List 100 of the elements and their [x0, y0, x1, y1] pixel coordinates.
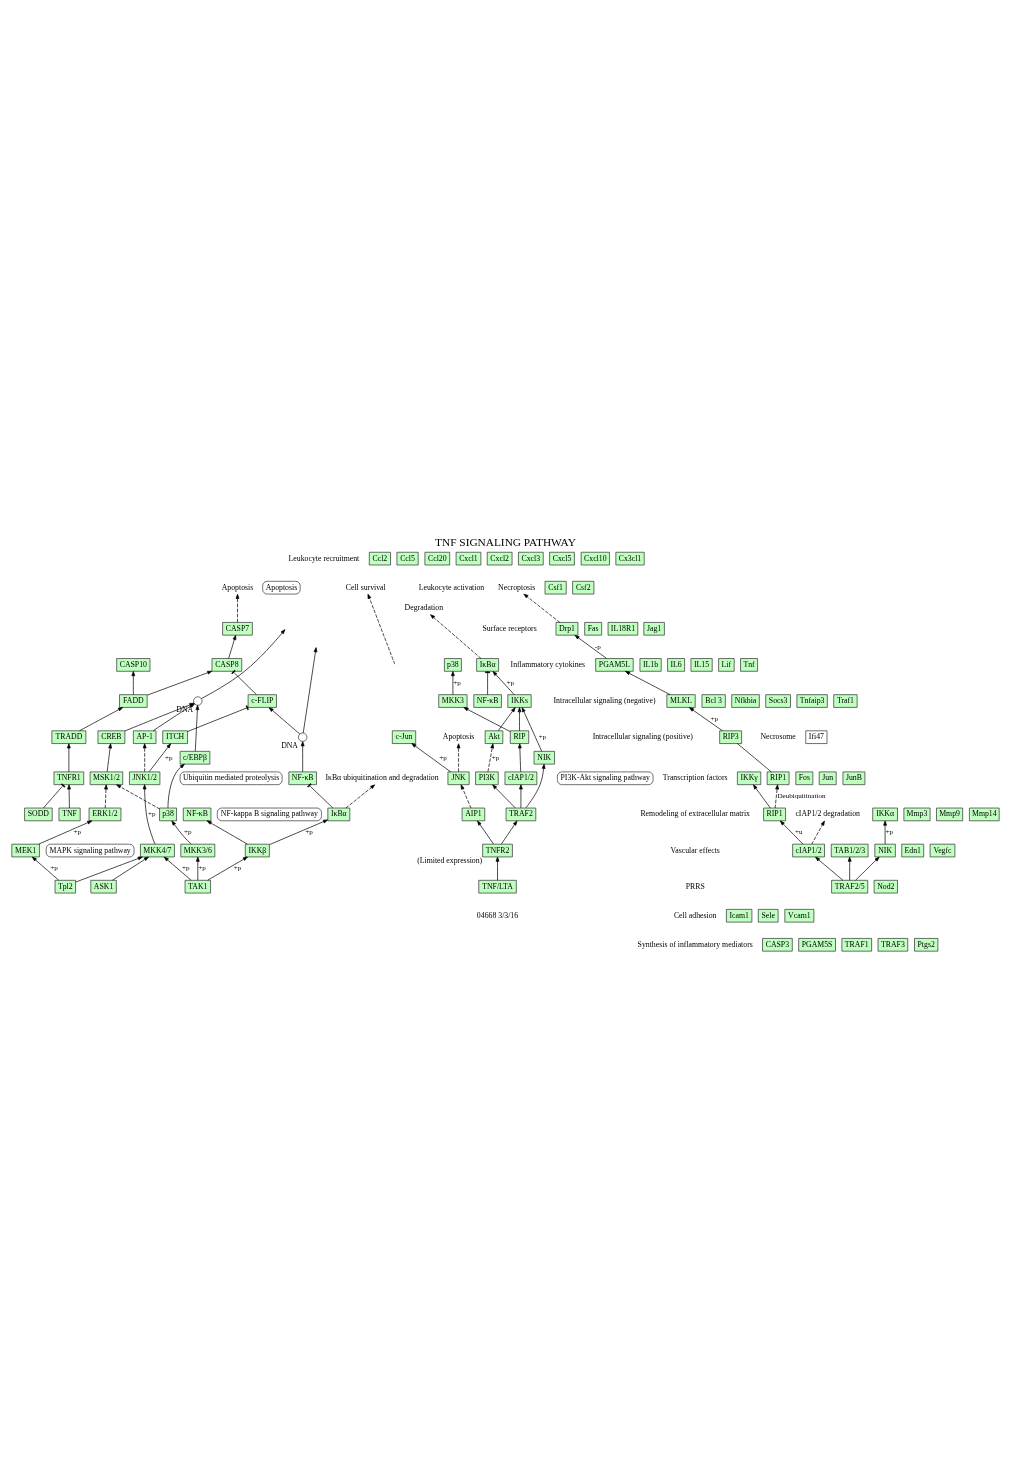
node-box: NF-κB [182, 807, 212, 821]
node-box: NIK [874, 843, 896, 857]
arrow [811, 820, 825, 844]
arrow [167, 763, 185, 808]
arrow [411, 742, 452, 772]
node-box: Vegfc [929, 843, 956, 857]
arrow [269, 819, 328, 845]
arrow [492, 784, 516, 808]
node-box: Cxcl5 [549, 551, 575, 565]
arrow [148, 742, 171, 772]
node-box: IL6 [667, 657, 685, 672]
node-box: Socs3 [765, 693, 791, 708]
node-box: RIP3 [719, 729, 742, 744]
connector [231, 669, 257, 695]
node-box: Nod2 [873, 879, 898, 893]
node-box: Traf1 [833, 693, 858, 708]
node-box: RIP1 [763, 807, 786, 821]
node-box: Fas [584, 621, 603, 635]
node-box: MSK1/2 [89, 771, 124, 785]
arrow [463, 706, 511, 732]
node-circle [298, 732, 308, 742]
node-box: Ccl2 [368, 551, 391, 565]
arrow [495, 856, 500, 881]
arrow [345, 784, 376, 808]
node-box: IKKγ [737, 771, 762, 785]
node-box: Tpl2 [54, 879, 76, 893]
node-box: CASP7 [222, 621, 253, 635]
label: Remodeling of extracellular matrix [640, 808, 750, 818]
node-box: IKKβ [244, 843, 270, 857]
node-box: FADD [119, 693, 148, 708]
node-box: MKK3 [438, 693, 468, 708]
node-box: Akt [484, 729, 504, 744]
node-box: Bcl 3 [701, 693, 726, 708]
node-box: Cxcl10 [580, 551, 610, 565]
arrow [753, 784, 771, 808]
node-box: Fos [795, 771, 814, 785]
node-box: IL15 [690, 657, 713, 672]
label: Synthesis of inflammatory mediators [637, 939, 753, 949]
node-box: JNK1/2 [129, 771, 161, 785]
node-box: Tnfaip3 [796, 693, 828, 708]
arrow [171, 820, 192, 844]
node-box: Tnf [740, 657, 758, 672]
arrow [38, 820, 93, 844]
arrow [206, 820, 248, 844]
node-box: Csf2 [572, 580, 595, 594]
node-box: AIP1 [461, 807, 486, 821]
label: Leukocyte recruitment [288, 553, 360, 563]
node-box: TNF/LTA [478, 879, 517, 893]
node-box: PGAM5S [798, 937, 836, 952]
arrow [847, 856, 852, 881]
node-circle [193, 695, 203, 706]
label: Necrosome [760, 731, 796, 741]
node-box: Mmp9 [936, 807, 964, 821]
arrow [883, 820, 887, 844]
arrow [124, 702, 195, 731]
node-box: PGAM5L [595, 657, 634, 672]
node-box: Mmp3 [903, 807, 931, 821]
node-box: MAPK signaling pathway [45, 843, 135, 857]
node-box: PI3K [475, 771, 499, 785]
node-box: CREB [97, 729, 126, 744]
node-box: Icam1 [726, 908, 753, 922]
node-box: MEK1 [11, 843, 40, 857]
node-box: Cxcl3 [518, 551, 544, 565]
node-box: Edn1 [901, 843, 925, 857]
node-text: cIAP1/2 degradation [795, 808, 861, 818]
arrow [518, 742, 522, 772]
arrow [235, 593, 240, 623]
node-box: IκBα [327, 807, 351, 821]
node-box: CASP3 [762, 937, 793, 952]
node-box: Drp1 [555, 621, 579, 635]
node-box: TRAF2 [505, 807, 537, 821]
label: Transcription factors [662, 772, 728, 782]
arrow [815, 856, 844, 881]
arrow [67, 742, 71, 772]
arrow [163, 856, 192, 881]
node-box: Cx3cl1 [615, 551, 645, 565]
node-box: TRAF3 [877, 937, 909, 952]
node-box: IKKα [872, 807, 898, 821]
node-box: JNK [447, 771, 470, 785]
arrow [525, 763, 546, 808]
node-box: p38 [159, 807, 177, 821]
node-text: Cell survival [345, 582, 386, 592]
node-box: IKKs [507, 693, 532, 708]
label: 04668 3/3/16 [476, 910, 519, 920]
node-box: Ccl5 [396, 551, 419, 565]
connector [43, 782, 66, 808]
node-box: Jun [818, 771, 837, 785]
node-box: cIAP1/2 [504, 771, 538, 785]
arrow [487, 742, 494, 772]
arrow [477, 820, 494, 844]
arrow [116, 783, 160, 809]
node-box: ERK1/2 [88, 807, 122, 821]
arrow [779, 820, 804, 844]
node-box: c/EBPβ [179, 750, 211, 764]
arrow [430, 613, 482, 659]
arrow [147, 670, 213, 695]
node-text: Apoptosis [442, 731, 475, 741]
arrow [106, 742, 112, 772]
arrow [625, 670, 671, 695]
label: Inflammatory cytokines [510, 659, 586, 669]
